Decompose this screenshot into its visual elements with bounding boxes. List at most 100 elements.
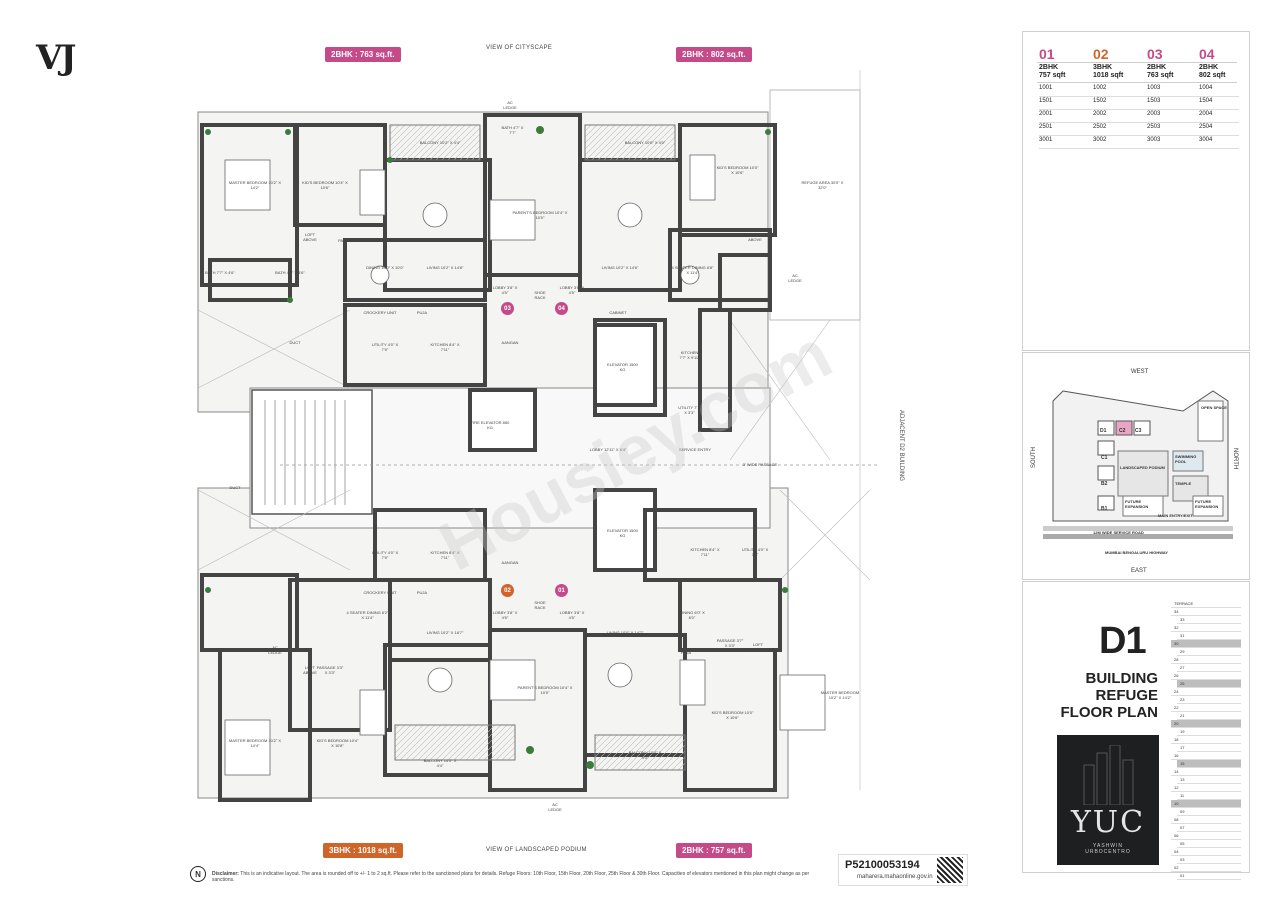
room-dining: DINING 6'0" X 8'0" xyxy=(679,610,705,620)
room-utility: UTILITY 7'7" X 3'3" xyxy=(678,405,701,415)
room-loft: LOFT ABOVE xyxy=(748,232,762,242)
room-kitchen: KITCHEN 8'4" X 7'11" xyxy=(690,547,720,557)
floor-row: 27 xyxy=(1177,664,1241,672)
room-ac-ledge: AC LEDGE xyxy=(503,100,517,110)
site-label-c1: C1 xyxy=(1101,455,1108,461)
room-living: LIVING 10'2" X 14'6" xyxy=(601,265,639,270)
room-puja: PUJA xyxy=(680,650,692,655)
project-subname: YASHWIN URBOCENTRO xyxy=(1085,843,1131,855)
floor-row: 17 xyxy=(1177,744,1241,752)
floor-row: 26 xyxy=(1171,672,1241,680)
unit-tag-bottom-right: 2BHK : 757 sq.ft. xyxy=(676,843,752,858)
floor-row: 11 xyxy=(1177,792,1241,800)
room-passage: PASSAGE 3'7" X 3'3" xyxy=(716,638,744,648)
room-lobby: LOBBY 3'8" X 4'5" xyxy=(559,610,585,620)
unit-marker-03: 03 xyxy=(501,302,514,315)
room-living: LIVING 10'2" X 14'8" xyxy=(426,265,464,270)
room-shoe-rack: SHOE RACK xyxy=(534,600,546,610)
room-dining: 4 SEATER DINING 6'8" X 11'4" xyxy=(671,265,714,275)
divider xyxy=(1037,62,1237,63)
room-ac-ledge: AC LEDGE xyxy=(268,645,282,655)
site-south-label: SOUTH xyxy=(1031,447,1037,468)
room-aangan: AANGAN xyxy=(501,340,519,345)
room-bath: BATH 4'5" X 4'6" xyxy=(732,298,762,303)
floor-row: 09 xyxy=(1177,808,1241,816)
room-puja: PUJA xyxy=(416,310,428,315)
floor-row: 12 xyxy=(1171,784,1241,792)
floor-row: 13 xyxy=(1177,776,1241,784)
site-label-c2: C2 xyxy=(1119,428,1126,434)
rera-site: maharera.mahaonline.gov.in xyxy=(857,874,933,880)
floor-row: TERRACE xyxy=(1171,600,1241,608)
floor-row: 05 xyxy=(1177,840,1241,848)
site-label-b2: B2 xyxy=(1101,481,1108,487)
floor-row: 21 xyxy=(1177,712,1241,720)
floor-row: 22 xyxy=(1171,704,1241,712)
floor-row: 16 xyxy=(1171,752,1241,760)
building-code: D1 xyxy=(1099,620,1147,662)
unit-01-number: 01 xyxy=(1039,46,1055,62)
floor-row: 23 xyxy=(1177,696,1241,704)
brand-logo: VJ xyxy=(36,38,76,78)
project-logo: YUC YASHWIN URBOCENTRO xyxy=(1057,735,1159,865)
room-bath: BATH 4'0" X 4'6" xyxy=(275,270,305,275)
room-aangan: AANGAN xyxy=(501,560,519,565)
unit-tag-top-left: 2BHK : 763 sq.ft. xyxy=(325,47,401,62)
rera-box: P52100053194 maharera.mahaonline.gov.in xyxy=(838,854,968,886)
site-label-future: FUTURE EXPANSION xyxy=(1125,499,1149,509)
site-service-road: 12M WIDE SERVICE ROAD xyxy=(1093,530,1144,535)
site-label-pool: SWIMMING POOL xyxy=(1175,454,1197,464)
room-utility: UTILITY 4'0" X 7'9" xyxy=(371,342,399,352)
floor-row: 10 xyxy=(1171,800,1241,808)
room-kitchen: KITCHEN 7'7" X 9'11" xyxy=(679,350,700,360)
room-loft: LOFT ABOVE xyxy=(303,665,317,675)
room-balcony: BALCONY 10'2" X 4'4" xyxy=(419,140,461,145)
floor-row: 15 xyxy=(1177,760,1241,768)
view-bottom-label: VIEW OF LANDSCAPED PODIUM xyxy=(486,847,587,853)
room-kitchen: KITCHEN 8'4" X 7'11" xyxy=(430,550,460,560)
room-crockery-unit: CROCKERY UNIT xyxy=(363,310,397,315)
rera-number: P52100053194 xyxy=(845,859,920,871)
unit-03-number: 03 xyxy=(1147,46,1163,62)
room-master-bedroom: MASTER BEDROOM 10'2" X 14'2" xyxy=(820,690,860,700)
room-passage: PASSAGE xyxy=(338,238,357,243)
room-elevator: ELEVATOR 1500 KG xyxy=(607,362,638,372)
unit-marker-02: 02 xyxy=(501,584,514,597)
unit-tag-bottom-left: 3BHK : 1018 sq.ft. xyxy=(323,843,404,858)
disclaimer-text: This is an indicative layout. The area i… xyxy=(212,871,810,883)
room-dining: DINING 10'0" X 10'0" xyxy=(366,265,404,270)
floor-row: 03 xyxy=(1177,856,1241,864)
floor-row: 19 xyxy=(1177,728,1241,736)
site-label-podium: LANDSCAPED PODIUM xyxy=(1120,465,1165,470)
floor-row: 25 xyxy=(1177,680,1241,688)
floor-row: 18 xyxy=(1171,736,1241,744)
site-label-future2: FUTURE EXPANSION xyxy=(1195,499,1219,509)
floor-row: 04 xyxy=(1171,848,1241,856)
room-shoe-rack: SHOE RACK xyxy=(534,290,546,300)
room-fire-elevator: FIRE ELEVATOR 850 KG xyxy=(470,420,510,430)
room-balcony: BALCONY 10'4" X 4'0" xyxy=(628,750,662,760)
room-balcony: BALCONY 10'0" X 4'0" xyxy=(624,140,666,145)
floor-row: 28 xyxy=(1171,656,1241,664)
floor-row: 14 xyxy=(1171,768,1241,776)
unit-02-number: 02 xyxy=(1093,46,1109,62)
room-lobby: LOBBY 3'8" X 4'5" xyxy=(492,610,518,620)
room-bath: BATH 4'7" X 7'7" xyxy=(501,125,524,135)
room-ac-ledge: AC LEDGE xyxy=(548,802,562,812)
site-label-c3: C3 xyxy=(1135,428,1142,434)
room-service-entry: SERVICE ENTRY xyxy=(678,447,712,452)
north-arrow-icon: N xyxy=(190,866,206,882)
site-label-temple: TEMPLE xyxy=(1175,481,1192,486)
room-ac-ledge: AC LEDGE xyxy=(788,273,802,283)
room-puja: PUJA xyxy=(416,590,428,595)
site-label-open-space: OPEN SPACE xyxy=(1201,405,1227,410)
room-master-bedroom: MASTER BEDROOM 10'2" X 14'4" xyxy=(228,738,282,748)
room-passage: 3' WIDE PASSAGE xyxy=(742,462,778,467)
room-dining: 4 SEATER DINING 6'2" X 11'4" xyxy=(346,610,389,620)
